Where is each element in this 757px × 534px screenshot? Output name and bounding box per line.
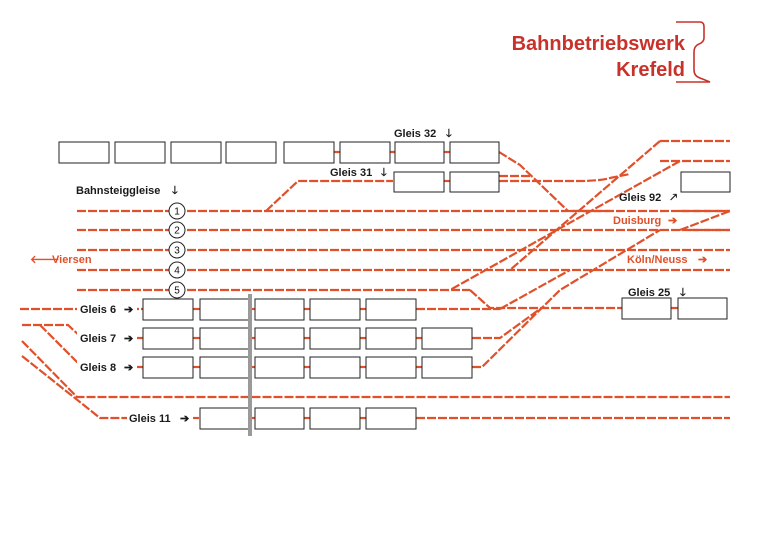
platform-5: 5 <box>174 286 180 297</box>
platform-4: 4 <box>174 266 180 277</box>
down-arrow-icon: 🡓 <box>680 287 686 299</box>
label-koeln-neuss: Köln/Neuss <box>627 254 688 266</box>
car <box>225 141 277 164</box>
car <box>254 356 305 379</box>
car <box>449 141 500 164</box>
right-arrow-icon: ➔ <box>124 333 134 345</box>
car <box>199 356 250 379</box>
car <box>199 327 250 350</box>
label-bahnsteiggleise: Bahnsteiggleise <box>76 185 160 197</box>
label-gleis32: Gleis 32 <box>394 128 436 140</box>
platform-numbers: 1 2 3 4 5 <box>168 202 186 299</box>
rail-profile-icon <box>676 21 711 83</box>
car <box>142 356 194 379</box>
car <box>254 298 305 321</box>
label-gleis7: Gleis 7 <box>80 333 116 345</box>
car <box>199 407 250 430</box>
car <box>677 297 728 320</box>
car <box>393 171 445 193</box>
platform-2: 2 <box>174 226 180 237</box>
left-arrow-icon: 🡐 <box>30 254 60 266</box>
car <box>365 407 417 430</box>
platform-3: 3 <box>174 246 180 257</box>
tracks <box>20 139 731 420</box>
labels: Gleis 32 🡓 Gleis 31 🡓 Bahnsteiggleise 🡓 … <box>30 128 708 425</box>
label-viersen: Viersen <box>52 254 92 266</box>
down-arrow-icon: 🡓 <box>172 185 178 197</box>
car <box>142 327 194 350</box>
car <box>309 298 361 321</box>
label-gleis11: Gleis 11 <box>129 413 171 425</box>
car <box>394 141 445 164</box>
platform-1: 1 <box>174 207 180 218</box>
car <box>199 298 250 321</box>
car <box>339 141 391 164</box>
car <box>309 407 361 430</box>
divider-bar <box>248 294 252 436</box>
label-gleis25: Gleis 25 <box>628 287 670 299</box>
car <box>283 141 335 164</box>
logo-line1: Bahnbetriebswerk <box>512 33 686 55</box>
car <box>142 298 194 321</box>
label-gleis31: Gleis 31 <box>330 167 372 179</box>
down-arrow-icon: 🡓 <box>381 167 387 179</box>
car <box>421 356 473 379</box>
car <box>365 327 417 350</box>
car <box>621 297 672 320</box>
car <box>309 327 361 350</box>
label-duisburg: Duisburg <box>613 215 661 227</box>
car <box>365 356 417 379</box>
car <box>254 407 305 430</box>
car <box>114 141 166 164</box>
car <box>449 171 500 193</box>
right-arrow-icon: ➔ <box>698 254 708 266</box>
right-arrow-icon: ➔ <box>180 413 190 425</box>
down-arrow-icon: 🡓 <box>446 128 452 140</box>
car <box>421 327 473 350</box>
label-gleis6: Gleis 6 <box>80 304 116 316</box>
right-arrow-icon: ➔ <box>124 304 134 316</box>
car <box>309 356 361 379</box>
car <box>680 171 731 193</box>
right-arrow-icon: ➔ <box>124 362 134 374</box>
car <box>254 327 305 350</box>
car <box>365 298 417 321</box>
logo: Bahnbetriebswerk Krefeld <box>512 21 711 83</box>
right-arrow-icon: ➔ <box>668 215 678 227</box>
cars <box>58 141 731 430</box>
up-right-arrow-icon: 🡕 <box>670 192 677 204</box>
label-gleis8: Gleis 8 <box>80 362 116 374</box>
car <box>58 141 110 164</box>
label-gleis92: Gleis 92 <box>619 192 661 204</box>
logo-line2: Krefeld <box>616 59 685 81</box>
car <box>170 141 222 164</box>
